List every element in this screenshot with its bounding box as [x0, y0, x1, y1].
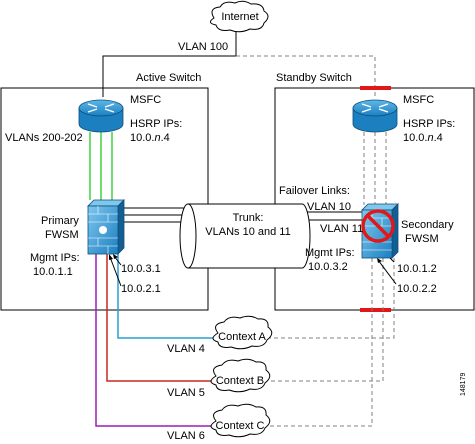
- secondary-addr1: 10.0.1.2: [397, 263, 437, 275]
- secondary-fwsm-label-2: FWSM: [405, 233, 439, 245]
- context-b-cloud: [210, 358, 271, 393]
- failover-bar-top: [360, 86, 391, 90]
- standby-switch-title: Standby Switch: [276, 72, 352, 84]
- vlan-5-label: VLAN 5: [167, 387, 205, 399]
- vlan-4-label: VLAN 4: [167, 343, 205, 355]
- uplink-active: [102, 31, 237, 97]
- primary-mgmt-ip: 10.0.1.1: [33, 266, 73, 278]
- active-hsrp-label: HSRP IPs:: [130, 118, 182, 130]
- failover-vlan-a: VLAN 10: [307, 201, 351, 213]
- context-a-cloud: [212, 315, 273, 350]
- vlan-4-link: [117, 252, 218, 339]
- active-msfc-label: MSFC: [130, 94, 161, 106]
- trunk-lines: [123, 207, 362, 223]
- primary-fwsm-label-2: FWSM: [45, 229, 79, 241]
- secondary-mgmt-ip: 10.0.3.2: [308, 261, 348, 273]
- secondary-addr2: 10.0.2.2: [397, 283, 437, 295]
- primary-mgmt-label: Mgmt IPs:: [30, 252, 80, 264]
- secondary-addr2-arrow: [377, 259, 397, 285]
- vlan-200-202-links: [89, 132, 113, 200]
- secondary-addr1-arrow: [389, 257, 395, 263]
- internet-label: Internet: [221, 11, 258, 23]
- vlan-6-link: [95, 252, 215, 427]
- primary-addr2: 10.0.2.1: [121, 283, 161, 295]
- standby-context-links: [268, 258, 395, 427]
- primary-addr2-arrow: [109, 256, 122, 287]
- active-switch-title: Active Switch: [136, 72, 201, 84]
- failed-icon: [361, 209, 395, 243]
- trunk-label-1: Trunk:: [233, 212, 264, 224]
- primary-addr1: 10.0.3.1: [121, 263, 161, 275]
- standby-msfc-label: MSFC: [403, 94, 434, 106]
- standby-hsrp-label: HSRP IPs:: [403, 118, 455, 130]
- internet-cloud: [210, 0, 269, 33]
- secondary-mgmt-label: Mgmt IPs:: [305, 247, 355, 259]
- trunk-cylinder: [179, 203, 311, 269]
- primary-fwsm-icon: [87, 199, 125, 255]
- context-b-label: Context B: [216, 375, 264, 387]
- active-vlans-label: VLANs 200-202: [5, 132, 83, 144]
- failover-vlan-b: VLAN 11: [320, 223, 363, 235]
- failover-title: Failover Links:: [279, 185, 350, 197]
- active-switch-box: [0, 87, 209, 311]
- secondary-fwsm-label-1: Secondary: [401, 219, 454, 231]
- standby-hsrp-ip: 10.0.n.4: [403, 132, 443, 144]
- vlan-5-link: [106, 252, 215, 382]
- active-hsrp-ip: 10.0.n.4: [130, 132, 170, 144]
- vlan-6-label: VLAN 6: [167, 430, 205, 442]
- active-msfc-router-icon: [78, 99, 124, 133]
- figure-id: 148179: [460, 373, 467, 396]
- standby-vlan-links: [363, 132, 387, 205]
- context-c-label: Context C: [216, 420, 265, 432]
- failover-bar-bottom: [360, 308, 391, 312]
- trunk-label-2: VLANs 10 and 11: [205, 226, 290, 238]
- vlan-uplink-label: VLAN 100: [178, 41, 228, 53]
- primary-fwsm-label-1: Primary: [41, 215, 79, 227]
- context-c-cloud: [210, 403, 271, 438]
- context-a-label: Context A: [218, 331, 266, 343]
- standby-msfc-router-icon: [352, 99, 398, 133]
